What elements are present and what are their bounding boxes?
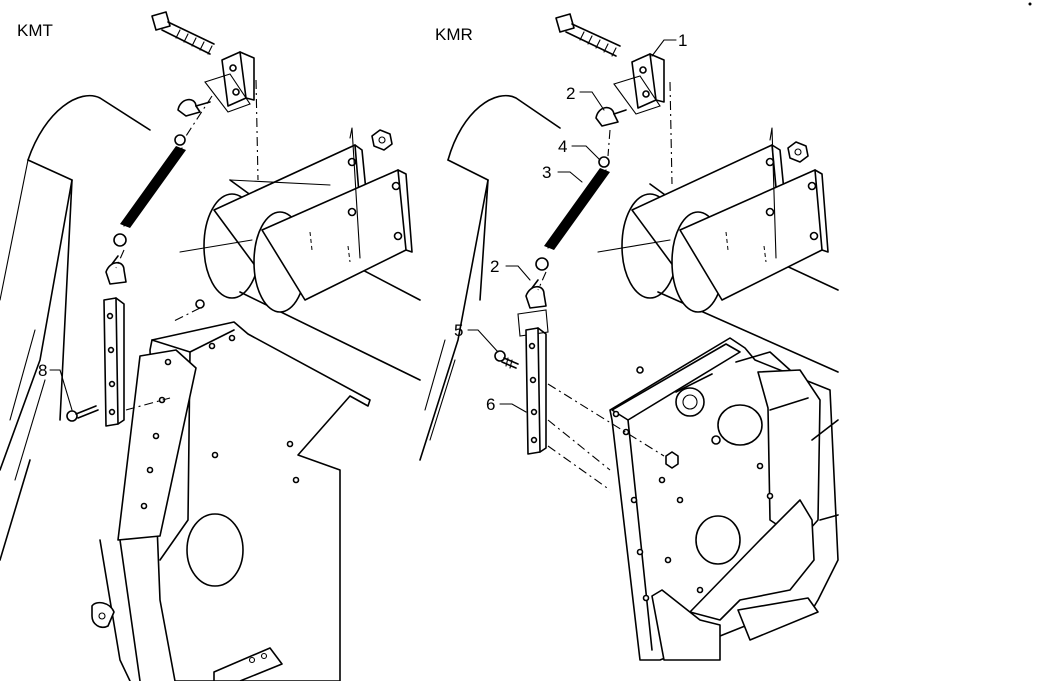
kmt-assembly: KMT bbox=[0, 11, 421, 681]
kmt-center-lines bbox=[115, 79, 259, 411]
kmr-callout-5: 5 bbox=[454, 321, 463, 340]
kmr-bracket bbox=[613, 53, 665, 115]
kmr-clip-bottom bbox=[517, 279, 549, 337]
kmr-roller-assembly bbox=[597, 127, 839, 373]
kmt-link-bar bbox=[103, 297, 125, 427]
kmt-small-nut bbox=[195, 299, 205, 309]
kmr-center-lines bbox=[537, 81, 673, 491]
kmt-bolt bbox=[151, 11, 215, 55]
kmr-small-nut bbox=[665, 451, 679, 469]
kmr-callout-3: 3 bbox=[542, 163, 551, 182]
kmr-callout-leaders bbox=[467, 39, 677, 413]
kmr-variant-label: KMR bbox=[435, 25, 473, 44]
stray-dot bbox=[1028, 2, 1032, 6]
kmr-screw bbox=[494, 350, 519, 369]
kmr-callout-1: 1 bbox=[678, 31, 687, 50]
kmr-callout-2-bottom: 2 bbox=[490, 257, 499, 276]
kmt-clip-top bbox=[177, 98, 211, 117]
kmr-hood-panel bbox=[419, 94, 561, 461]
kmr-callout-6: 6 bbox=[486, 395, 495, 414]
kmt-roller-assembly bbox=[179, 127, 421, 381]
kmr-bolt bbox=[555, 13, 621, 57]
kmr-assembly: KMR bbox=[419, 13, 839, 661]
kmt-hood-panel bbox=[0, 94, 151, 561]
kmt-callout-8: 8 bbox=[38, 361, 47, 380]
kmr-side-frame bbox=[609, 337, 839, 661]
kmt-screw bbox=[66, 405, 99, 422]
kmr-clip-top bbox=[595, 106, 627, 127]
kmt-variant-label: KMT bbox=[17, 21, 53, 40]
kmr-callout-2-top: 2 bbox=[566, 84, 575, 103]
kmt-nut bbox=[371, 129, 393, 151]
kmr-spring bbox=[535, 156, 610, 271]
kmr-callout-4: 4 bbox=[558, 137, 567, 156]
kmr-link-bar bbox=[525, 327, 547, 455]
kmt-leader-8 bbox=[49, 369, 73, 411]
kmt-bracket bbox=[204, 51, 255, 113]
kmt-clip-bottom bbox=[105, 255, 127, 285]
kmr-nut bbox=[787, 141, 809, 163]
kmt-side-frame bbox=[91, 321, 371, 681]
kmt-spring bbox=[113, 134, 186, 247]
